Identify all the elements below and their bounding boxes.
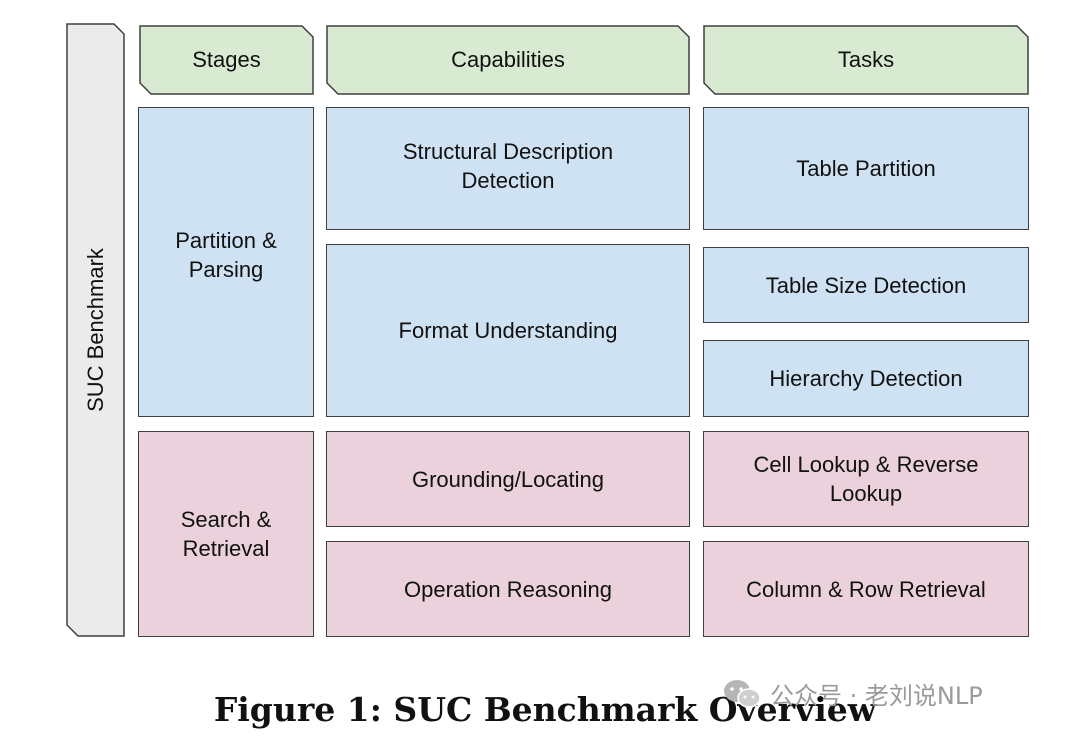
stage-search-retrieval: Search & Retrieval bbox=[138, 431, 314, 637]
suc-benchmark-banner: SUC Benchmark bbox=[66, 23, 126, 637]
stage-partition-parsing: Partition & Parsing bbox=[138, 107, 314, 417]
capability-structural-description: Structural Description Detection bbox=[326, 107, 690, 230]
task-column-row-retrieval: Column & Row Retrieval bbox=[703, 541, 1029, 637]
wechat-icon bbox=[724, 679, 761, 708]
watermark-text: 公众号 · 老刘说NLP bbox=[770, 682, 983, 710]
task-hierarchy-detection: Hierarchy Detection bbox=[703, 340, 1029, 417]
header-stages-label: Stages bbox=[192, 47, 261, 72]
header-capabilities: Capabilities bbox=[326, 25, 690, 95]
task-table-partition: Table Partition bbox=[703, 107, 1029, 230]
header-stages: Stages bbox=[139, 25, 314, 95]
header-tasks: Tasks bbox=[703, 25, 1029, 95]
header-stages-shape bbox=[139, 25, 314, 95]
header-capabilities-label: Capabilities bbox=[451, 47, 565, 72]
header-tasks-label: Tasks bbox=[837, 47, 895, 72]
figure-caption: Figure 1: SUC Benchmark Overview bbox=[213, 690, 877, 729]
banner-shape bbox=[66, 23, 125, 637]
capability-operation-reasoning: Operation Reasoning bbox=[326, 541, 690, 637]
task-table-size-detection: Table Size Detection bbox=[703, 247, 1029, 323]
watermark: 公众号 · 老刘说NLP bbox=[722, 676, 983, 711]
header-tasks-shape bbox=[703, 25, 1029, 95]
task-cell-lookup: Cell Lookup & Reverse Lookup bbox=[703, 431, 1029, 527]
capability-grounding-locating: Grounding/Locating bbox=[326, 431, 690, 527]
capability-format-understanding: Format Understanding bbox=[326, 244, 690, 417]
banner-label: SUC Benchmark bbox=[83, 248, 108, 412]
header-capabilities-shape bbox=[326, 25, 690, 95]
